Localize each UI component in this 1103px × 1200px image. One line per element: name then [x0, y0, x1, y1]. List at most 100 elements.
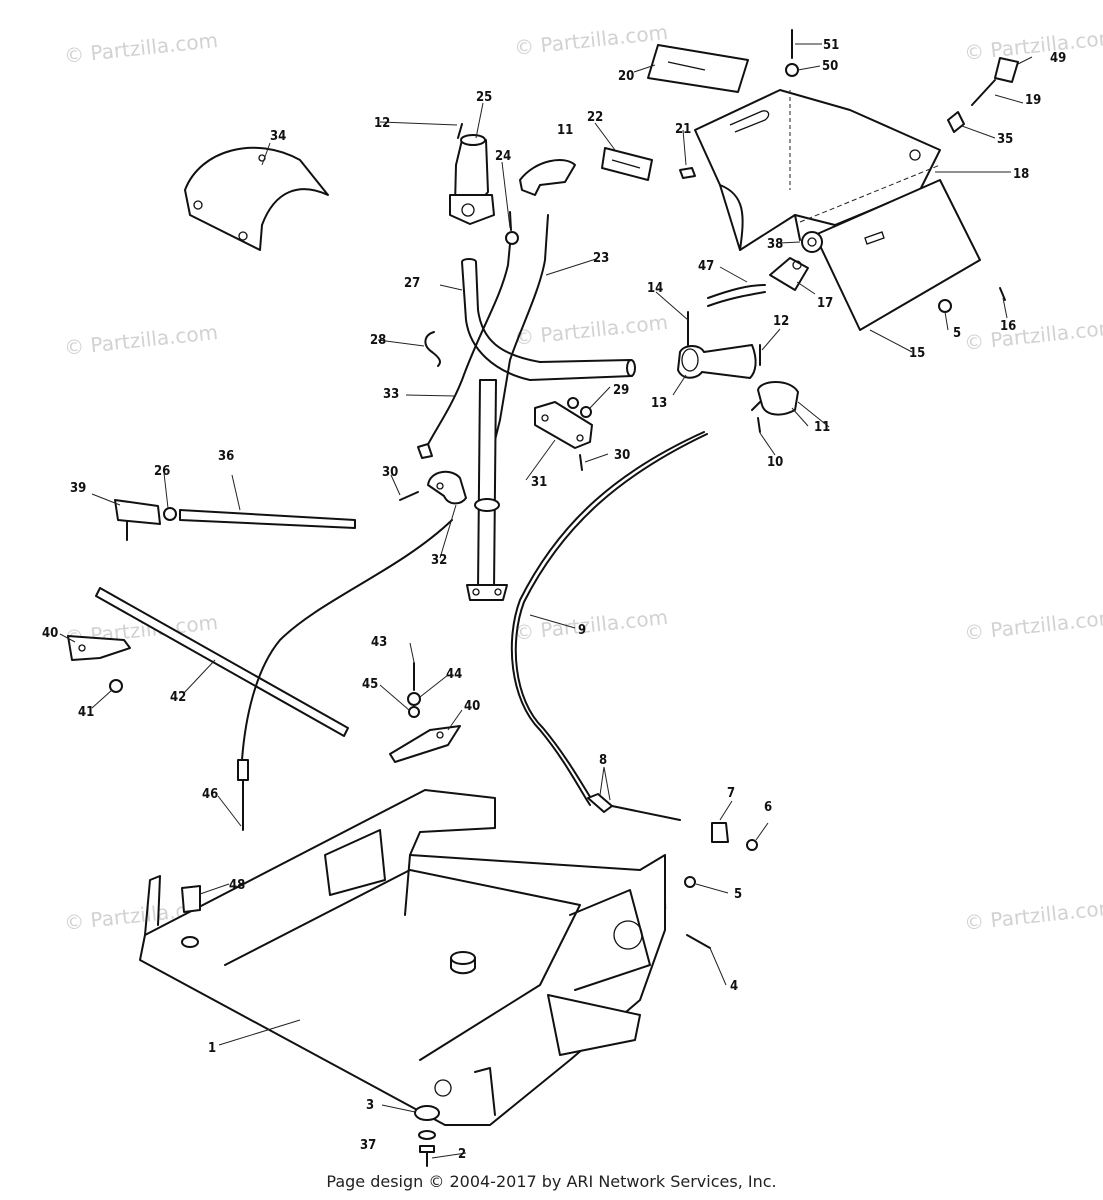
watermark: © Partzilla.com — [513, 20, 669, 60]
part-11-clip-upper — [519, 159, 576, 196]
callout-35: 35 — [997, 132, 1013, 147]
callout-11-lower: 11 — [814, 420, 830, 435]
callout-17: 17 — [817, 296, 833, 311]
callout-6: 6 — [764, 800, 772, 815]
callout-2: 2 — [458, 1147, 466, 1162]
part-11-clip-lower — [751, 381, 799, 416]
watermark: © Partzilla.com — [513, 310, 669, 350]
steering-column — [466, 379, 508, 601]
callout-10: 10 — [767, 455, 783, 470]
callout-42: 42 — [170, 690, 186, 705]
callout-31: 31 — [531, 475, 547, 490]
callout-21: 21 — [675, 122, 691, 137]
callout-1: 1 — [208, 1041, 216, 1056]
part-2-bolt — [419, 1145, 435, 1167]
part-40-arm-left — [67, 635, 131, 661]
callout-23: 23 — [593, 251, 609, 266]
part-47-cable — [707, 284, 766, 307]
callout-43: 43 — [371, 635, 387, 650]
part-22-decal — [601, 147, 653, 181]
callout-22: 22 — [587, 110, 603, 125]
leader-lines — [59, 43, 1033, 1159]
part-9-cable — [510, 431, 708, 806]
callout-7: 7 — [727, 786, 735, 801]
part-42-tie-rod — [95, 587, 349, 737]
callout-40-left: 40 — [42, 626, 58, 641]
part-30-bolt-left — [399, 491, 419, 501]
callout-12-lower: 12 — [773, 314, 789, 329]
part-28-clip — [424, 331, 441, 367]
part-40-arm-right — [389, 725, 461, 763]
callout-34: 34 — [270, 129, 286, 144]
part-26-nut — [163, 507, 177, 521]
part-34-cover — [184, 146, 329, 251]
callout-numbers: 1 2 3 4 5 5 6 7 8 9 10 11 11 12 12 13 14… — [42, 38, 1066, 1162]
part-38-grommet — [801, 231, 823, 253]
part-15-panel — [814, 179, 981, 331]
callout-18: 18 — [1013, 167, 1029, 182]
watermark: © Partzilla.com — [513, 605, 669, 645]
part-16-screw — [999, 287, 1006, 301]
part-41-nut — [109, 679, 123, 693]
callout-11-upper: 11 — [557, 123, 573, 138]
callout-15: 15 — [909, 346, 925, 361]
part-13-sleeve — [677, 344, 757, 379]
watermark: © Partzilla.com — [963, 315, 1103, 355]
callout-36: 36 — [218, 449, 234, 464]
callout-48: 48 — [229, 878, 245, 893]
part-37-washer — [418, 1130, 436, 1140]
watermark: © Partzilla.com — [963, 895, 1103, 935]
part-20-decal — [647, 44, 749, 93]
watermark: © Partzilla.com — [63, 320, 219, 360]
callout-40-right: 40 — [464, 699, 480, 714]
part-24-ball — [505, 211, 519, 245]
part-48-bushing — [181, 885, 201, 913]
part-45-washer — [408, 706, 420, 718]
callout-32: 32 — [431, 553, 447, 568]
callout-13: 13 — [651, 396, 667, 411]
callout-14: 14 — [647, 281, 663, 296]
callout-37: 37 — [360, 1138, 376, 1153]
callout-49: 49 — [1050, 51, 1066, 66]
part-5-nut-lower — [684, 876, 696, 888]
callout-20: 20 — [618, 69, 634, 84]
callout-44: 44 — [446, 667, 462, 682]
part-29-nuts — [567, 397, 592, 418]
callout-8: 8 — [599, 753, 607, 768]
part-3-washer — [414, 1105, 440, 1121]
callout-30-right: 30 — [614, 448, 630, 463]
callout-9: 9 — [578, 623, 586, 638]
callout-33: 33 — [383, 387, 399, 402]
callout-50: 50 — [822, 59, 838, 74]
part-6-nut — [746, 839, 758, 851]
callout-39: 39 — [70, 481, 86, 496]
part-31-bracket — [534, 401, 593, 449]
callout-28: 28 — [370, 333, 386, 348]
footer-copyright: Page design © 2004-2017 by ARI Network S… — [326, 1172, 777, 1191]
watermark: © Partzilla.com — [963, 25, 1103, 65]
part-8-cable-end — [587, 793, 681, 821]
watermark: © Partzilla.com — [963, 605, 1103, 645]
callout-26: 26 — [154, 464, 170, 479]
part-17-switch — [769, 257, 809, 291]
part-10-screw — [757, 417, 761, 433]
callout-38: 38 — [767, 237, 783, 252]
callout-47: 47 — [698, 259, 714, 274]
callout-16: 16 — [1000, 319, 1016, 334]
callout-19: 19 — [1025, 93, 1041, 108]
part-33-cable — [417, 243, 511, 459]
callout-51: 51 — [823, 38, 839, 53]
part-44-washer — [407, 692, 421, 706]
part-25-housing — [449, 123, 495, 225]
callout-27: 27 — [404, 276, 420, 291]
part-7-ferrule — [711, 822, 729, 843]
callout-24: 24 — [495, 149, 511, 164]
part-46-cable-end — [237, 519, 453, 831]
callout-12-upper: 12 — [374, 116, 390, 131]
callout-45: 45 — [362, 677, 378, 692]
part-51-screw — [785, 29, 799, 77]
part-30-bolt-right — [579, 454, 583, 471]
callout-5-lower: 5 — [734, 887, 742, 902]
part-27-handle — [461, 258, 636, 381]
